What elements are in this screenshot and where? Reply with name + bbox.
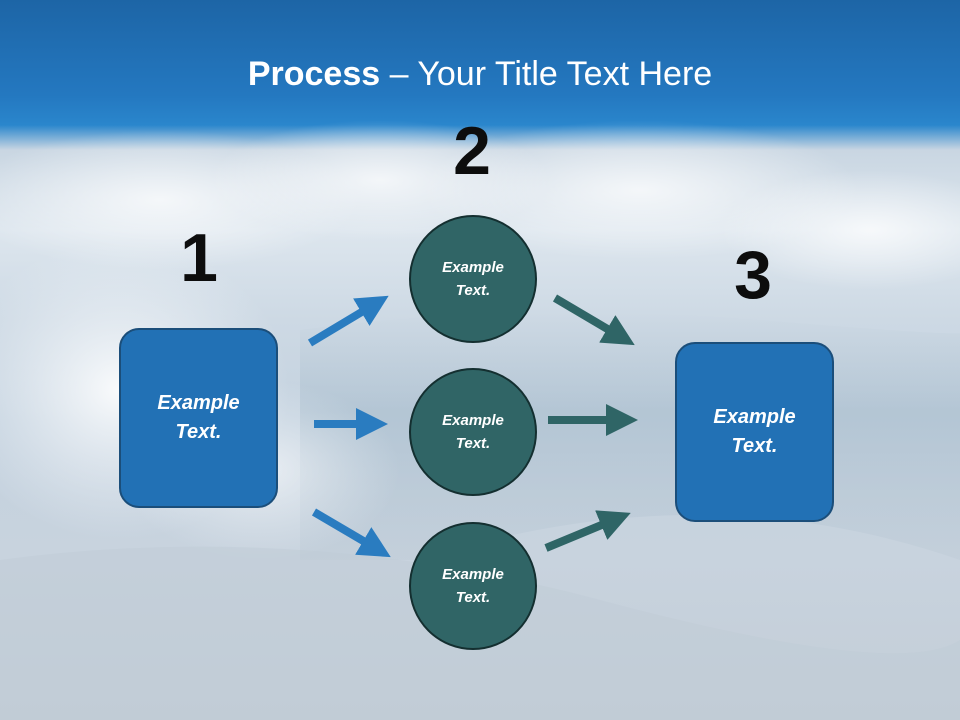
- slide-title: Process – Your Title Text Here: [0, 52, 960, 96]
- step-number-2: 2: [453, 113, 491, 189]
- arrow-2c-to-3: [544, 510, 631, 552]
- step-3-box[interactable]: Example Text.: [675, 342, 834, 522]
- arrow-2a-to-3: [552, 294, 635, 346]
- step-2b-label: Example Text.: [442, 412, 504, 452]
- step-2a-circle[interactable]: Example Text.: [409, 215, 537, 343]
- title-rest: – Your Title Text Here: [380, 55, 713, 93]
- arrow-1-to-2c: [311, 508, 391, 558]
- step-3-label: Example Text.: [713, 406, 796, 457]
- step-2b-circle[interactable]: Example Text.: [409, 368, 537, 496]
- arrow-1-to-2a: [307, 295, 389, 347]
- step-2c-circle[interactable]: Example Text.: [409, 522, 537, 650]
- title-bold: Process: [247, 55, 381, 93]
- step-2a-label: Example Text.: [442, 259, 504, 299]
- step-1-box[interactable]: Example Text.: [119, 328, 278, 508]
- step-2c-label: Example Text.: [442, 566, 504, 606]
- step-number-3: 3: [734, 237, 772, 313]
- step-number-1: 1: [180, 220, 218, 296]
- step-1-label: Example Text.: [157, 392, 240, 443]
